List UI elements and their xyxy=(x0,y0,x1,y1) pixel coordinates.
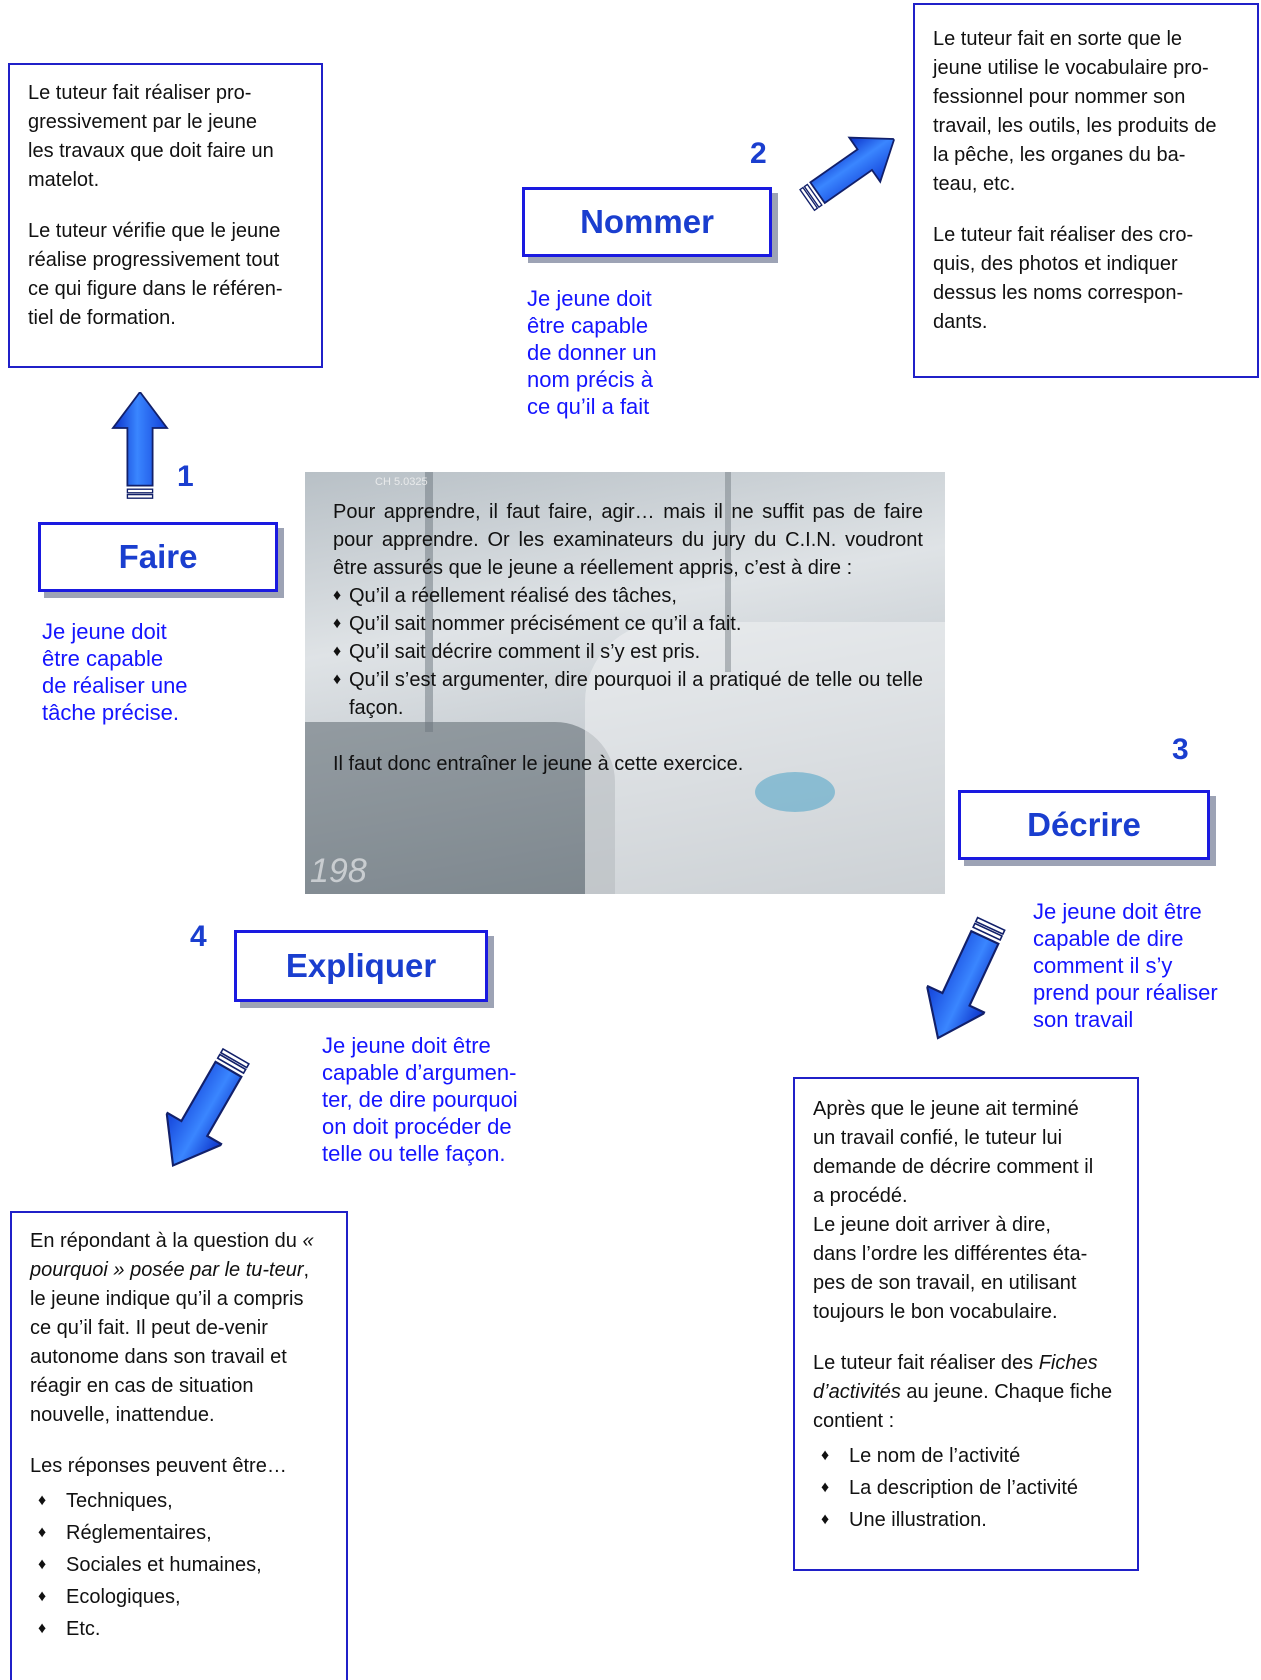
center-list-item: Qu’il a réellement réalisé des tâches, xyxy=(333,582,923,610)
arrow-up-right-icon xyxy=(790,115,911,224)
photo-boat-hull xyxy=(305,722,615,894)
center-list-item: Qu’il sait nommer précisément ce qu’il a… xyxy=(333,610,923,638)
center-list: Qu’il a réellement réalisé des tâches, Q… xyxy=(333,582,923,722)
stage-decrire: Décrire xyxy=(958,790,1210,860)
decrire-box-para-2: Le jeune doit arriver à dire, dans l’ord… xyxy=(813,1214,1088,1323)
expliquer-box-list: Techniques, Réglementaires, Sociales et … xyxy=(30,1485,328,1645)
expliquer-list-item: Réglementaires, xyxy=(30,1517,328,1549)
center-text: Pour apprendre, il faut faire, agir… mai… xyxy=(333,498,923,778)
expliquer-list-item: Techniques, xyxy=(30,1485,328,1517)
expliquer-box-lead: Les réponses peuvent être… xyxy=(30,1455,287,1477)
decrire-list-item: Le nom de l’activité xyxy=(813,1440,1119,1472)
nommer-info-box: Le tuteur fait en sorte que le jeune uti… xyxy=(913,3,1259,378)
stage-number-1: 1 xyxy=(177,460,194,493)
stage-faire-label: Faire xyxy=(118,538,198,575)
expliquer-caption: Je jeune doit être capable d’argumen- te… xyxy=(322,1033,518,1166)
faire-caption: Je jeune doit être capable de réaliser u… xyxy=(42,619,188,725)
center-list-item: Qu’il sait décrire comment il s’y est pr… xyxy=(333,638,923,666)
expliquer-list-item: Sociales et humaines, xyxy=(30,1549,328,1581)
decrire-caption: Je jeune doit être capable de dire comme… xyxy=(1033,899,1218,1032)
stage-number-4: 4 xyxy=(190,920,207,953)
decrire-list-item: Une illustration. xyxy=(813,1504,1119,1536)
decrire-info-box: Après que le jeune ait terminé un travai… xyxy=(793,1077,1139,1571)
center-list-item: Qu’il s’est argumenter, dire pourquoi il… xyxy=(333,666,923,722)
faire-info-box: Le tuteur fait réaliser pro- gressivemen… xyxy=(8,63,323,368)
stage-expliquer-label: Expliquer xyxy=(285,947,437,984)
arrow-down-left-icon xyxy=(143,1039,265,1183)
center-outro: Il faut donc entraîner le jeune à cette … xyxy=(333,753,744,775)
expliquer-box-intro: En répondant à la question du « pourquoi… xyxy=(30,1230,314,1426)
decrire-box-para-1: Après que le jeune ait terminé un travai… xyxy=(813,1098,1094,1207)
stage-nommer-label: Nommer xyxy=(580,203,714,240)
stage-faire: Faire xyxy=(38,522,278,592)
center-intro: Pour apprendre, il faut faire, agir… mai… xyxy=(333,501,923,579)
center-photo-panel: CH 5.0325 198 Pour apprendre, il faut fa… xyxy=(305,472,945,894)
stage-expliquer: Expliquer xyxy=(234,930,488,1002)
decrire-list-item: La description de l’activité xyxy=(813,1472,1119,1504)
photo-boat-mark-1: CH 5.0325 xyxy=(375,476,428,488)
faire-box-para-2: Le tuteur vérifie que le jeune réalise p… xyxy=(28,220,283,329)
stage-number-2: 2 xyxy=(750,137,767,170)
photo-boat-mark-2: 198 xyxy=(310,852,367,890)
arrow-up-icon xyxy=(112,392,168,500)
stage-nommer: Nommer xyxy=(522,187,772,257)
nommer-box-para-1: Le tuteur fait en sorte que le jeune uti… xyxy=(933,28,1217,195)
decrire-box-para-3: Le tuteur fait réaliser des Fiches d’act… xyxy=(813,1352,1113,1432)
expliquer-list-item: Ecologiques, xyxy=(30,1581,328,1613)
nommer-caption: Je jeune doit être capable de donner un … xyxy=(527,286,657,419)
stage-number-3: 3 xyxy=(1172,733,1189,766)
arrow-down-left-icon xyxy=(907,909,1022,1053)
expliquer-list-item: Etc. xyxy=(30,1613,328,1645)
decrire-box-list: Le nom de l’activité La description de l… xyxy=(813,1440,1119,1536)
photo-rope xyxy=(755,772,835,812)
photo-mast-2 xyxy=(725,472,731,672)
faire-box-para-1: Le tuteur fait réaliser pro- gressivemen… xyxy=(28,82,274,191)
nommer-box-para-2: Le tuteur fait réaliser des cro- quis, d… xyxy=(933,224,1194,333)
expliquer-info-box: En répondant à la question du « pourquoi… xyxy=(10,1211,348,1680)
stage-decrire-label: Décrire xyxy=(1027,806,1141,843)
